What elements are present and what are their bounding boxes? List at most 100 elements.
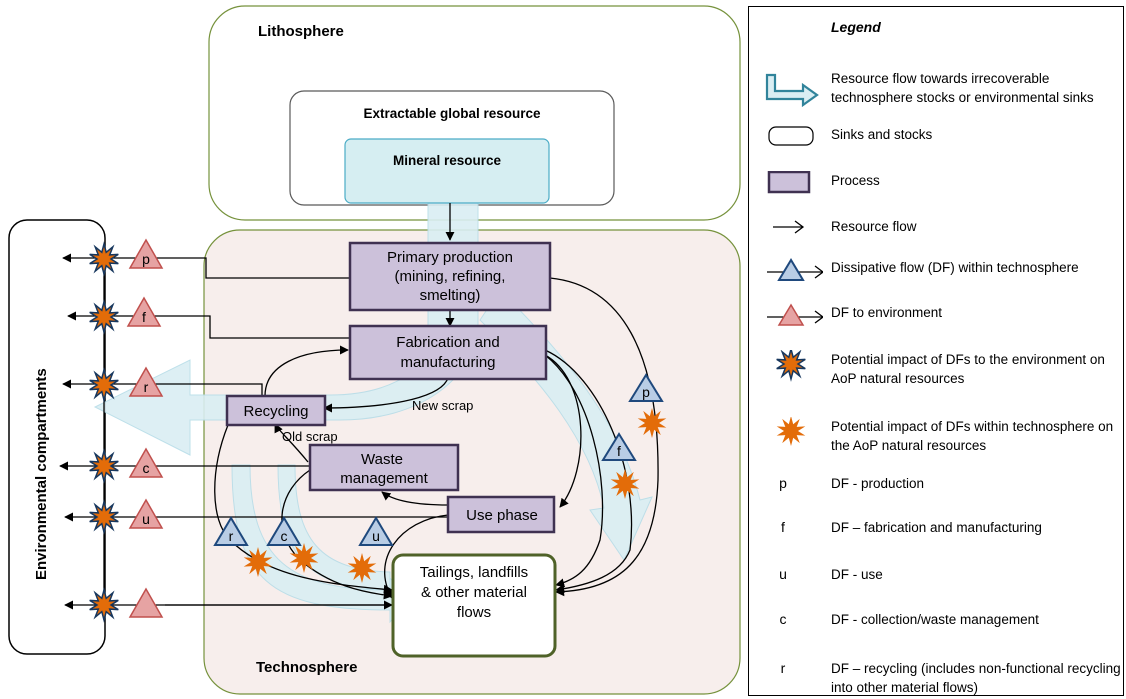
legend-item-f: f DF – fabrication and manufacturing — [749, 518, 1125, 558]
legend-item-sinks: Sinks and stocks — [749, 125, 1125, 165]
waste-management-line1: Waste — [361, 451, 403, 468]
sink-stock-icon — [768, 126, 814, 146]
legend-text: Dissipative flow (DF) within technospher… — [831, 260, 1079, 275]
legend-text: DF - use — [831, 567, 883, 582]
tailings-line3: flows — [457, 604, 491, 621]
legend-item-irrecoverable: Resource flow towards irrecoverable tech… — [749, 69, 1125, 109]
waste-management-line2: management — [340, 470, 428, 487]
extractable-resource-label: Extractable global resource — [363, 106, 541, 121]
legend-item-p: p DF - production — [749, 474, 1125, 514]
env-impact-star-icon — [89, 499, 119, 535]
legend-letter: f — [781, 519, 785, 535]
env-flow-p-letter: p — [142, 251, 150, 267]
legend-item-df-env: DF to environment — [749, 303, 1125, 343]
legend-text: DF – recycling (includes non-functional … — [831, 661, 1121, 695]
env-impact-star-icon — [89, 448, 119, 484]
lithosphere-label: Lithosphere — [258, 23, 344, 40]
env-flow-r-letter: r — [144, 379, 149, 395]
legend-text: DF to environment — [831, 305, 943, 320]
legend-text: Resource flow towards irrecoverable tech… — [831, 71, 1094, 105]
tech-impact-star-icon — [347, 553, 377, 583]
tech-flow-p-letter: p — [642, 384, 650, 400]
tailings-line2: & other material — [421, 584, 527, 601]
mineral-resource-box — [344, 138, 550, 204]
recycling-box — [225, 394, 327, 427]
process-icon — [767, 171, 811, 194]
primary-production-line2: (mining, refining, — [395, 268, 506, 285]
tech-impact-star-icon — [637, 408, 667, 438]
tech-flow-p-triangle: p — [628, 373, 664, 402]
env-impact-star-icon — [89, 241, 119, 277]
legend-item-impact-env: Potential impact of DFs to the environme… — [749, 350, 1125, 390]
legend-letter: c — [779, 611, 787, 627]
env-impact-star-icon — [89, 299, 119, 335]
orange-star-icon — [776, 417, 806, 446]
legend-text: DF - collection/waste management — [831, 612, 1039, 627]
legend-item-resource-flow: Resource flow — [749, 217, 1125, 257]
env-flow-f-letter: f — [142, 309, 146, 325]
waste-management-box — [308, 443, 460, 492]
primary-production-line3: smelting) — [420, 287, 481, 304]
legend-panel: Legend Resource flow towards irrecoverab… — [748, 6, 1124, 696]
env-flow-u-triangle: u — [128, 498, 164, 529]
impact-stars — [89, 241, 667, 623]
old-scrap-label: Old scrap — [282, 429, 338, 444]
fabrication-line2: manufacturing — [400, 354, 495, 371]
tailings-box — [391, 553, 557, 658]
tech-flow-u-triangle: u — [358, 516, 394, 546]
legend-text: Sinks and stocks — [831, 127, 933, 142]
tech-flow-f-triangle: f — [601, 432, 637, 461]
tech-flow-c-letter: c — [281, 528, 288, 544]
primary-production-box — [348, 241, 552, 312]
legend-item-u: u DF - use — [749, 565, 1125, 605]
env-flow-p-triangle: p — [128, 238, 164, 269]
legend-item-process: Process — [749, 171, 1125, 211]
env-flow-u-letter: u — [142, 511, 150, 527]
tech-impact-star-icon — [289, 543, 319, 573]
legend-item-c: c DF - collection/waste management — [749, 610, 1125, 650]
environment-box — [8, 219, 106, 655]
env-flow-r-triangle: r — [128, 366, 164, 397]
tech-flow-u-letter: u — [372, 528, 380, 544]
tech-flow-c-triangle: c — [266, 516, 302, 546]
spiky-star-icon — [776, 350, 806, 382]
legend-text: DF - production — [831, 476, 925, 491]
legend-text: Potential impact of DFs within technosph… — [831, 419, 1114, 453]
env-impact-star-icon — [89, 367, 119, 403]
env-flow-landfill-triangle — [128, 587, 164, 618]
environment-label: Environmental compartments — [33, 368, 50, 580]
red-triangle-icon — [767, 303, 823, 326]
legend-text: Potential impact of DFs to the environme… — [831, 352, 1105, 386]
tech-flow-f-letter: f — [617, 443, 621, 459]
technosphere-label: Technosphere — [256, 659, 357, 676]
env-flow-f-triangle: f — [126, 296, 162, 327]
env-dissipative-flows: p f r c u — [126, 238, 164, 618]
use-phase-box — [446, 495, 556, 534]
blue-triangle-icon — [767, 258, 823, 281]
legend-text: Process — [831, 173, 880, 188]
env-flow-c-triangle: c — [128, 447, 164, 478]
legend-letter: p — [779, 475, 787, 491]
primary-production-line1: Primary production — [387, 249, 513, 266]
legend-letter: r — [780, 660, 786, 676]
legend-text: Resource flow — [831, 219, 917, 234]
legend-title: Legend — [831, 19, 881, 35]
tech-impact-star-icon — [243, 547, 273, 577]
tech-impact-star-icon — [610, 469, 640, 499]
env-flow-c-letter: c — [143, 460, 150, 476]
fabrication-box — [348, 324, 548, 381]
legend-item-df-within: Dissipative flow (DF) within technospher… — [749, 258, 1125, 298]
tech-flow-r-triangle: r — [213, 516, 249, 546]
use-phase-label: Use phase — [466, 507, 538, 524]
legend-letter: u — [779, 566, 787, 582]
tailings-line1: Tailings, landfills — [420, 564, 528, 581]
resource-flow-arrows — [59, 203, 659, 620]
orange-star-icon — [776, 417, 806, 446]
tech-dissipative-flows: p f r c u — [213, 373, 664, 546]
irrecoverable-flow-icon — [765, 73, 819, 108]
fabrication-line1: Fabrication and — [396, 334, 499, 351]
spiky-star-icon — [776, 350, 806, 382]
resource-flow-icon — [773, 220, 805, 234]
tech-flow-r-letter: r — [229, 528, 234, 544]
